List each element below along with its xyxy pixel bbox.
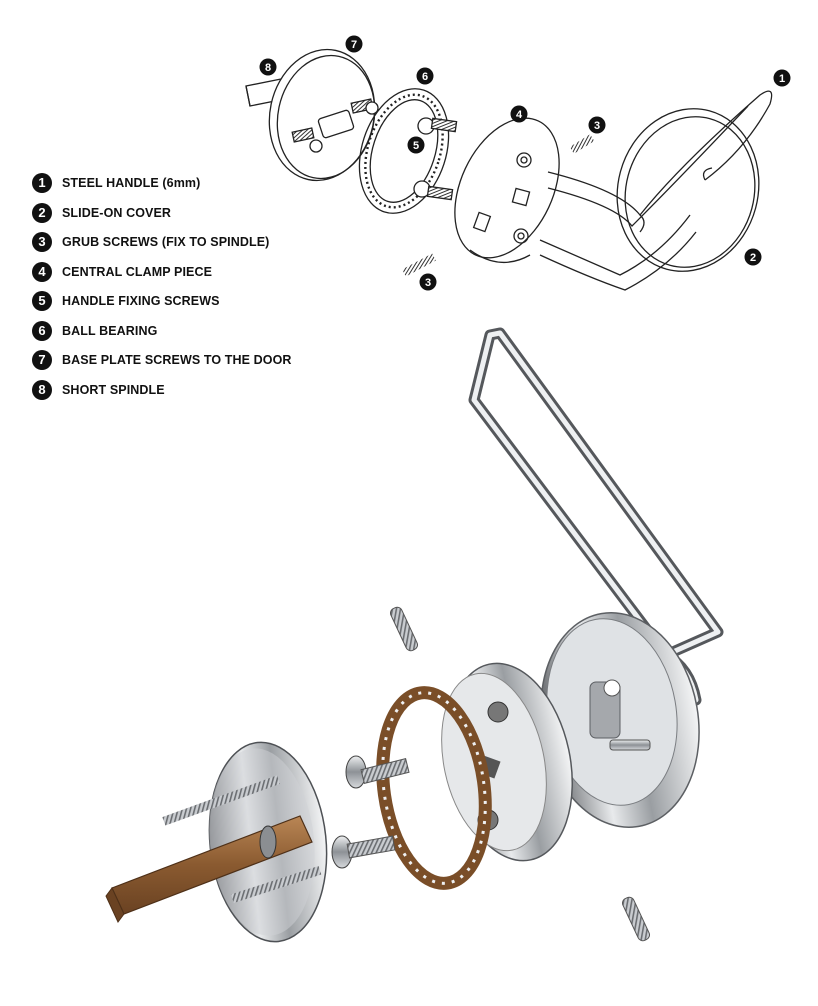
callout-3b: 3 bbox=[419, 273, 437, 291]
callout-5: 5 bbox=[407, 136, 425, 154]
ball-bearing-render bbox=[376, 686, 492, 890]
legend-item-ball-bearing: 6 BALL BEARING bbox=[32, 320, 332, 351]
legend-number-badge: 2 bbox=[32, 202, 52, 223]
legend-number-badge: 3 bbox=[32, 232, 52, 252]
legend-item-short-spindle: 8 SHORT SPINDLE bbox=[32, 379, 332, 410]
svg-text:8: 8 bbox=[265, 62, 271, 74]
slide-on-cover-render bbox=[540, 612, 700, 828]
parts-legend: 1 STEEL HANDLE (6mm) 2 SLIDE-ON COVER 3 … bbox=[32, 173, 332, 409]
legend-number-badge: 5 bbox=[32, 291, 52, 311]
svg-text:3: 3 bbox=[425, 277, 431, 289]
legend-label: SHORT SPINDLE bbox=[62, 382, 165, 397]
callout-7: 7 bbox=[345, 35, 363, 53]
legend-label: BALL BEARING bbox=[62, 323, 158, 338]
legend-label: SLIDE-ON COVER bbox=[62, 205, 172, 220]
base-plate-outline bbox=[268, 48, 379, 182]
central-clamp-outline bbox=[454, 117, 560, 264]
slide-on-cover-outline bbox=[616, 108, 760, 272]
legend-label: BASE PLATE SCREWS TO THE DOOR bbox=[62, 353, 292, 367]
callout-badges: 8 7 6 5 4 3 3 1 2 bbox=[259, 35, 791, 291]
legend-label: GRUB SCREWS (FIX TO SPINDLE) bbox=[62, 235, 270, 249]
svg-text:5: 5 bbox=[413, 140, 419, 152]
callout-8: 8 bbox=[259, 58, 277, 76]
svg-text:3: 3 bbox=[594, 120, 600, 132]
legend-number-badge: 6 bbox=[32, 320, 52, 341]
callout-6: 6 bbox=[416, 67, 434, 85]
fixing-screws-render bbox=[331, 755, 410, 869]
ball-bearing-outline bbox=[358, 88, 450, 214]
line-art-exploded-view bbox=[245, 48, 773, 291]
svg-text:7: 7 bbox=[351, 39, 357, 51]
legend-item-grub-screws: 3 GRUB SCREWS (FIX TO SPINDLE) bbox=[32, 232, 332, 262]
svg-text:4: 4 bbox=[516, 109, 523, 121]
svg-text:6: 6 bbox=[422, 71, 428, 83]
legend-item-central-clamp: 4 CENTRAL CLAMP PIECE bbox=[32, 261, 332, 292]
callout-4: 4 bbox=[510, 105, 528, 123]
legend-item-handle-fixing-screws: 5 HANDLE FIXING SCREWS bbox=[32, 291, 332, 321]
handle-fixing-screws-outline bbox=[413, 117, 458, 201]
short-spindle-render bbox=[105, 815, 313, 923]
svg-text:2: 2 bbox=[750, 252, 756, 264]
legend-item-steel-handle: 1 STEEL HANDLE (6mm) bbox=[32, 173, 332, 203]
legend-number-badge: 8 bbox=[32, 379, 52, 400]
legend-label: HANDLE FIXING SCREWS bbox=[62, 294, 220, 308]
legend-number-badge: 1 bbox=[32, 173, 52, 193]
legend-label: CENTRAL CLAMP PIECE bbox=[62, 264, 213, 279]
legend-number-badge: 4 bbox=[32, 261, 52, 282]
callout-1: 1 bbox=[773, 69, 791, 87]
rendered-exploded-view bbox=[105, 327, 724, 943]
legend-item-base-plate: 7 BASE PLATE SCREWS TO THE DOOR bbox=[32, 350, 332, 380]
legend-label: STEEL HANDLE (6mm) bbox=[62, 176, 201, 190]
callout-3a: 3 bbox=[588, 116, 606, 134]
legend-number-badge: 7 bbox=[32, 350, 52, 370]
steel-handle-outline bbox=[539, 90, 773, 291]
svg-text:1: 1 bbox=[779, 73, 785, 85]
callout-2: 2 bbox=[744, 248, 762, 266]
legend-item-slide-on-cover: 2 SLIDE-ON COVER bbox=[32, 202, 332, 233]
